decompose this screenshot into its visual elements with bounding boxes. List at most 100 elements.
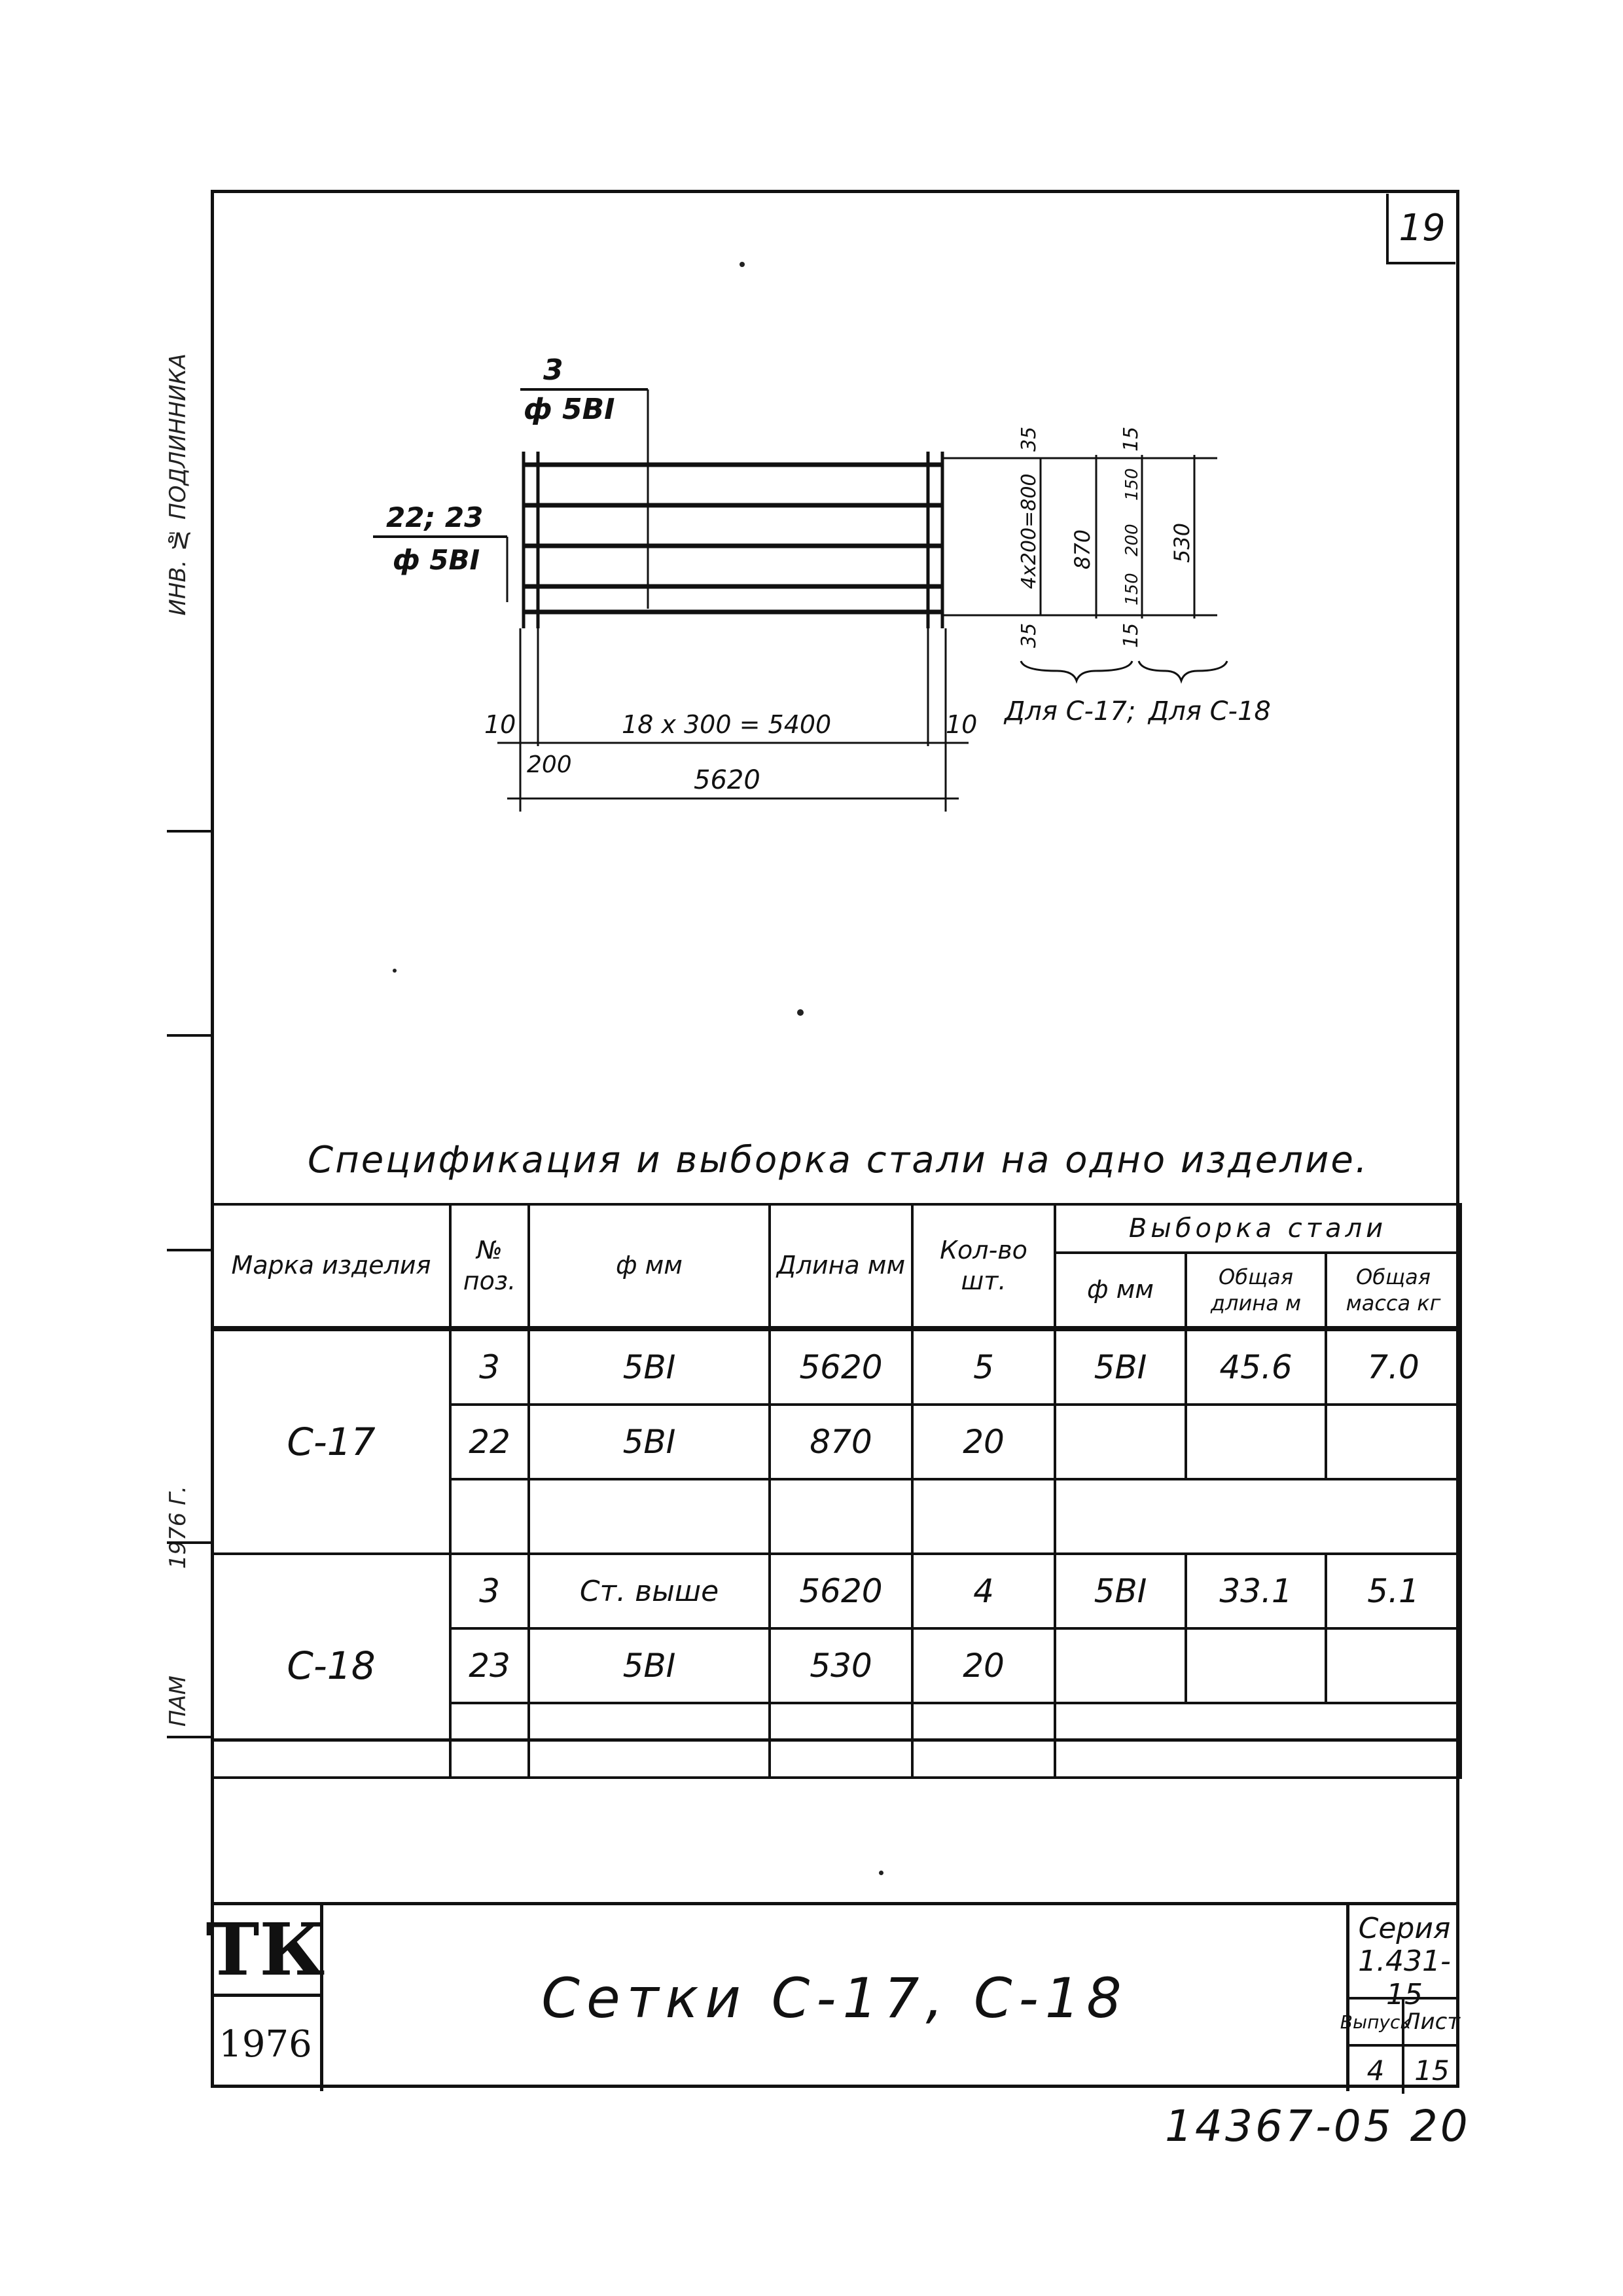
scan-speck xyxy=(879,1871,883,1875)
cell-empty xyxy=(449,1478,530,1555)
dim-c17-bottom: 35 xyxy=(1018,623,1041,648)
cell-empty xyxy=(768,1478,914,1555)
header-length: Длина мм xyxy=(768,1203,914,1330)
scan-speck xyxy=(393,969,397,973)
dim-end-left: 10 xyxy=(484,710,516,739)
cell-qty: 5 xyxy=(911,1326,1056,1406)
table-row: С-17 3 5ВI 5620 5 5ВI 45.6 7.0 xyxy=(211,1326,1463,1555)
label-dia-left: ф 5ВI xyxy=(393,544,480,576)
cell-mark: С-17 xyxy=(211,1326,452,1555)
cell-qty: 4 xyxy=(911,1552,1056,1630)
label-pos-3: 3 xyxy=(543,353,563,387)
side-divider xyxy=(167,830,211,833)
cell-sel-length xyxy=(1185,1627,1327,1704)
brace-c17 xyxy=(1020,660,1133,684)
label-for-c18: Для С-18 xyxy=(1147,696,1271,726)
header-mark: Марка изделия xyxy=(211,1203,452,1330)
cell-sel-dia xyxy=(1054,1403,1187,1480)
tk-logo: ТК xyxy=(206,1905,325,1997)
cell-sel-mass xyxy=(1324,1403,1463,1480)
cell-length: 5620 xyxy=(768,1552,914,1630)
dim-spacing: 18 x 300 = 5400 xyxy=(622,710,831,739)
cell-empty xyxy=(1053,1478,1463,1555)
header-sel-dia: ф мм xyxy=(1054,1251,1187,1330)
drawing-title: Сетки С-17, С-18 xyxy=(541,1966,1128,2030)
table-row-empty xyxy=(212,1478,1463,1555)
cell-sel-dia: 5ВI xyxy=(1054,1552,1187,1630)
dim-c18-top: 15 xyxy=(1120,427,1143,452)
dim-c17-total: 870 xyxy=(1070,529,1095,569)
cell-qty: 20 xyxy=(911,1627,1056,1704)
mesh-drawing: 3 ф 5ВI 22; 23 ф 5ВI 10 18 x 300 xyxy=(373,353,1271,812)
cell-sel-mass: 7.0 xyxy=(1324,1326,1463,1406)
cell-pos: 23 xyxy=(449,1627,530,1704)
blank-area xyxy=(211,1738,1459,1905)
cell-sel-mass xyxy=(1324,1627,1463,1704)
dim-c18-b: 200 xyxy=(1122,524,1142,556)
table-row: С-18 3 Ст. выше 5620 4 5ВI 33.1 5.1 xyxy=(211,1552,1463,1779)
dim-end-right: 10 xyxy=(946,710,977,739)
issue-value: 4 xyxy=(1349,2047,1404,2094)
sheet-number: 19 xyxy=(1386,194,1455,264)
scan-speck xyxy=(740,262,745,267)
cell-pos: 3 xyxy=(449,1552,530,1630)
table-header-row: Марка изделия № поз. ф мм Длина мм Кол-в… xyxy=(211,1203,1463,1330)
cell-sel-length: 45.6 xyxy=(1185,1326,1327,1406)
header-sel-mass: Общая масса кг xyxy=(1324,1251,1463,1330)
cell-sel-dia xyxy=(1054,1627,1187,1704)
side-inventory-text: ИНВ. № ПОДЛИННИКА xyxy=(165,353,191,616)
label-dia-top: ф 5ВI xyxy=(524,393,615,426)
sheet-value: 15 xyxy=(1414,2054,1450,2087)
issue-sheet-grid: Выпуск Лист 4 15 xyxy=(1340,1997,1460,2094)
cell-pos: 3 xyxy=(449,1326,530,1406)
dim-first: 200 xyxy=(527,751,572,778)
cell-sel-length: 33.1 xyxy=(1185,1552,1327,1630)
sheet-label: Лист xyxy=(1404,2000,1460,2047)
dim-c18-bottom: 15 xyxy=(1120,623,1143,648)
mesh-cross-bars xyxy=(522,452,944,628)
cell-empty xyxy=(911,1478,1056,1555)
series-label: Серия xyxy=(1358,1912,1451,1945)
drawing-frame xyxy=(211,190,1459,2088)
header-qty: Кол-во шт. xyxy=(911,1203,1056,1330)
series-value: 1.431-15 xyxy=(1358,1945,1451,2011)
dim-c17-top: 35 xyxy=(1018,427,1041,452)
header-pos: № поз. xyxy=(449,1203,530,1330)
cell-length: 870 xyxy=(768,1403,914,1480)
issue-label: Выпуск xyxy=(1340,2000,1411,2047)
cell-sel-dia: 5ВI xyxy=(1054,1326,1187,1406)
spec-table: Марка изделия № поз. ф мм Длина мм Кол-в… xyxy=(211,1203,1463,1779)
label-pos-22-23: 22; 23 xyxy=(386,501,483,533)
side-divider xyxy=(167,1736,211,1738)
cell-pos: 22 xyxy=(449,1403,530,1480)
dim-total: 5620 xyxy=(694,765,760,795)
header-steel-selection: Выборка стали xyxy=(1053,1203,1463,1254)
document-number: 14367-05 20 xyxy=(1165,2101,1471,2151)
dim-c18-a: 150 xyxy=(1122,468,1142,501)
dim-c18-c: 150 xyxy=(1122,573,1142,605)
cell-length: 5620 xyxy=(768,1326,914,1406)
mesh-longitudinal-bars xyxy=(524,462,942,615)
cell-length: 530 xyxy=(768,1627,914,1704)
cell-dia: 5ВI xyxy=(527,1403,771,1480)
cell-sel-mass: 5.1 xyxy=(1324,1552,1463,1630)
archival-side-strip: ИНВ. № ПОДЛИННИКА 1976 Г. ПАМ xyxy=(164,196,211,1964)
side-divider xyxy=(167,1249,211,1251)
header-dia: ф мм xyxy=(527,1203,771,1330)
side-stamp-text: ПАМ xyxy=(165,1676,191,1727)
dim-c17-mid: 4x200=800 xyxy=(1018,474,1041,590)
table-row: 23 5ВI 530 20 xyxy=(212,1627,1463,1704)
table-subheader-row: ф мм Общая длина м Общая масса кг xyxy=(212,1251,1463,1330)
cell-sel-length xyxy=(1185,1403,1327,1480)
scan-speck xyxy=(797,1009,804,1016)
year-field: 1976 xyxy=(211,1997,323,2091)
spec-title: Спецификация и выборка стали на одно изд… xyxy=(308,1139,1369,1181)
side-divider xyxy=(167,1034,211,1037)
series-block: Серия 1.431-15 Выпуск Лист 4 15 xyxy=(1340,1905,1460,2094)
dim-c18-total: 530 xyxy=(1169,523,1194,563)
cell-dia: 5ВI xyxy=(527,1326,771,1406)
side-year-text: 1976 Г. xyxy=(165,1486,191,1570)
dimension-lines xyxy=(497,455,1196,800)
cell-qty: 20 xyxy=(911,1403,1056,1480)
table-row: 22 5ВI 870 20 xyxy=(212,1403,1463,1480)
